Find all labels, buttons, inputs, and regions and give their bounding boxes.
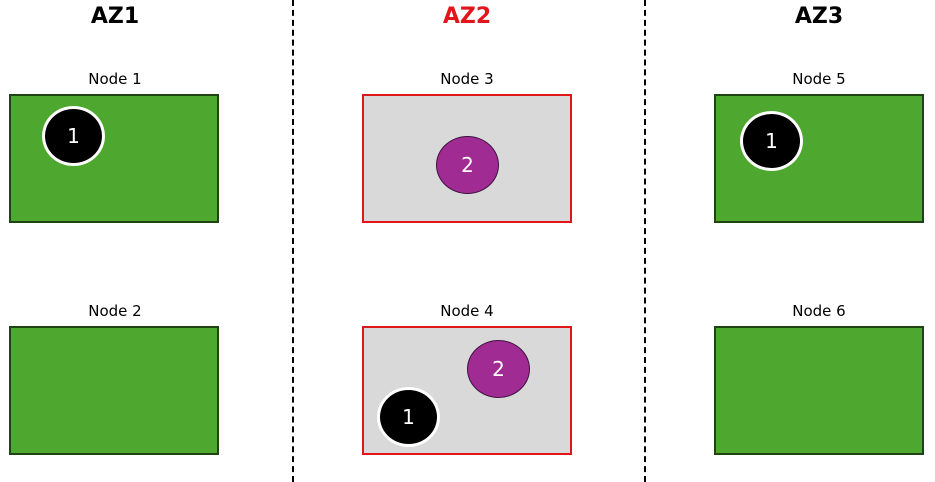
pod-1: 1	[42, 106, 105, 166]
node-1-label: Node 1	[88, 70, 142, 88]
node-6-label: Node 6	[792, 302, 846, 320]
az2-title: AZ2	[442, 4, 492, 29]
node-2-label: Node 2	[88, 302, 142, 320]
pod-label: 2	[492, 357, 505, 381]
pod-2: 2	[436, 136, 499, 194]
node-2	[9, 326, 219, 455]
node-3: 2	[362, 94, 572, 223]
node-4: 2 1	[362, 326, 572, 455]
node-6	[714, 326, 924, 455]
pod-label: 1	[765, 129, 778, 153]
pod-1: 1	[740, 111, 803, 171]
node-3-label: Node 3	[440, 70, 494, 88]
zone-divider-2	[644, 0, 646, 482]
pod-label: 2	[461, 153, 474, 177]
pod-label: 1	[67, 124, 80, 148]
zone-divider-1	[292, 0, 294, 482]
node-4-label: Node 4	[440, 302, 494, 320]
node-5-label: Node 5	[792, 70, 846, 88]
az3-title: AZ3	[794, 4, 844, 29]
az1-title: AZ1	[90, 4, 140, 29]
pod-2: 2	[467, 340, 530, 398]
node-1: 1	[9, 94, 219, 223]
node-5: 1	[714, 94, 924, 223]
pod-1: 1	[377, 387, 440, 447]
pod-label: 1	[402, 405, 415, 429]
